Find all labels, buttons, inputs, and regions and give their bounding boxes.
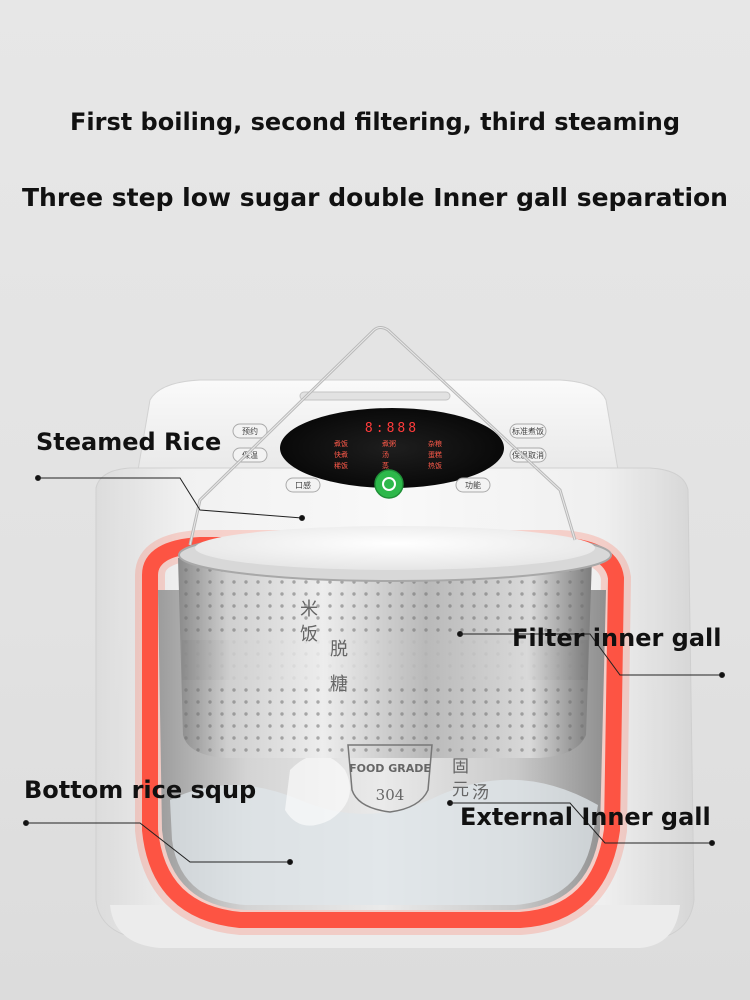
menu-item[interactable]: 杂粮 (428, 439, 442, 448)
callout-external-inner-gall: External Inner gall (460, 803, 711, 831)
basket-char-4: 糖 (330, 674, 348, 695)
rice-soup (170, 779, 598, 905)
menu-item[interactable]: 煮粥 (382, 439, 396, 448)
basket-char-3: 脱 (330, 639, 348, 660)
menu-item[interactable]: 蒸 (382, 461, 389, 470)
basket-char-1: 米 (300, 599, 318, 620)
function-button[interactable] (455, 477, 491, 493)
badge-label: FOOD GRADE (349, 762, 431, 775)
steamed-rice (195, 526, 595, 570)
pot-char-1: 固 (452, 757, 469, 777)
headline-primary: First boiling, second filtering, third s… (69, 108, 680, 136)
menu-item[interactable]: 热饭 (428, 461, 442, 470)
standard-cook-label: 标准煮饭 (512, 426, 544, 436)
power-button[interactable] (374, 469, 404, 499)
menu-item[interactable]: 煮饭 (334, 439, 348, 448)
standard-cook-button[interactable] (509, 423, 547, 439)
menu-item[interactable]: 稀饭 (334, 461, 348, 470)
control-display-panel (280, 408, 504, 488)
cancel-label: 保温取消 (512, 450, 544, 460)
menu-item[interactable]: 蛋糕 (428, 450, 442, 459)
badge-number: 304 (376, 786, 405, 804)
led-display: 8:888 (365, 421, 419, 436)
food-grade-badge (347, 744, 433, 813)
power-icon (382, 477, 396, 491)
headline-secondary: Three step low sugar double Inner gall s… (22, 183, 728, 212)
schedule-button[interactable] (232, 423, 268, 439)
texture-button[interactable] (285, 477, 321, 493)
callout-steamed-rice: Steamed Rice (36, 428, 222, 456)
pot-char-2: 元 (452, 780, 469, 800)
schedule-label: 预约 (242, 426, 258, 436)
menu-item[interactable]: 快煮 (334, 450, 348, 459)
callout-filter-inner-gall: Filter inner gall (512, 624, 722, 652)
basket-char-2: 饭 (300, 624, 318, 645)
callout-bottom-rice-soup: Bottom rice squp (24, 776, 257, 804)
function-label: 功能 (465, 480, 481, 490)
texture-label: 口感 (295, 480, 311, 490)
menu-item[interactable]: 汤 (382, 450, 389, 459)
pot-char-3: 汤 (472, 783, 489, 803)
keep-warm-label: 保温 (242, 450, 258, 460)
